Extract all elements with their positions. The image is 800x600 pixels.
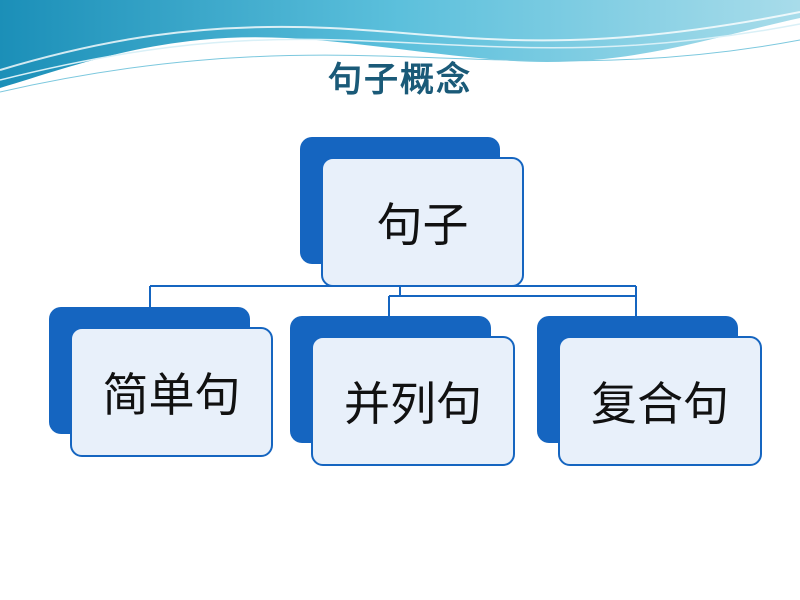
- child-node-complex-box: 复合句: [558, 336, 762, 466]
- child-node-simple-label: 简单句: [102, 368, 241, 422]
- page-title: 句子概念: [328, 60, 472, 100]
- header-wave-decoration: [0, 0, 800, 93]
- root-node: 句子: [300, 137, 524, 287]
- child-node-simple: 简单句: [49, 307, 273, 457]
- root-node-label: 句子: [376, 198, 469, 252]
- child-node-compound-label: 并列句: [344, 377, 482, 431]
- child-node-complex-label: 复合句: [591, 377, 729, 431]
- child-node-simple-box: 简单句: [70, 327, 273, 457]
- root-node-box: 句子: [321, 157, 524, 287]
- child-node-compound-box: 并列句: [311, 336, 515, 466]
- child-node-complex: 复合句: [537, 316, 762, 466]
- child-node-compound: 并列句: [290, 316, 515, 466]
